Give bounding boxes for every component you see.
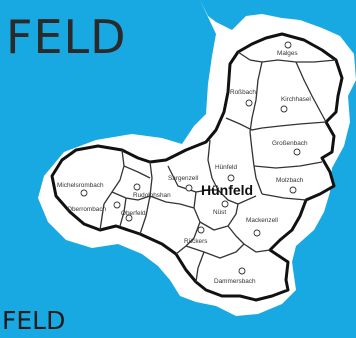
marker-grossenbach	[293, 148, 301, 156]
marker-rossbach	[245, 99, 253, 107]
label-kirchhasel: Kirchhasel	[281, 96, 311, 103]
brand-title-bottom: FELD	[2, 306, 66, 335]
label-michelsrombach: Michelsrombach	[57, 182, 104, 189]
marker-malges	[284, 41, 292, 49]
label-molzbach: Molzbach	[276, 177, 304, 184]
label-huenfeld-place: Hünfeld	[215, 164, 238, 171]
marker-oberfeld	[125, 214, 133, 222]
label-grossenbach: Großenbach	[272, 140, 308, 147]
label-rossbach: Roßbach	[230, 89, 256, 96]
marker-molzbach	[289, 186, 297, 194]
marker-sargenzell	[185, 184, 193, 192]
brand-title-top: FELD	[6, 10, 127, 64]
label-oberrombach: Oberrombach	[67, 206, 107, 213]
label-rueckers: Rückers	[184, 238, 208, 245]
marker-huenfeld	[227, 174, 235, 182]
marker-michelsrombach	[80, 189, 88, 197]
marker-oberrombach	[113, 201, 121, 209]
label-oberfeld: Oberfeld	[121, 210, 146, 217]
marker-rueckers	[197, 226, 205, 234]
label-mackenzell: Mackenzell	[246, 217, 278, 224]
marker-kirchhasel	[280, 105, 288, 113]
label-nuest: Nüst	[213, 209, 227, 216]
marker-rudolphshan	[133, 183, 141, 191]
marker-nuest	[221, 200, 229, 208]
main-town-label: Hünfeld	[201, 182, 254, 198]
label-sargenzell: Sargenzell	[168, 175, 199, 182]
marker-dammersbach	[238, 267, 246, 275]
place-markers	[80, 41, 301, 275]
label-dammersbach: Dammersbach	[214, 278, 256, 285]
label-malges: Malges	[277, 50, 298, 57]
internal-boundaries	[99, 51, 337, 283]
district-outline	[50, 32, 344, 302]
marker-mackenzell	[253, 229, 261, 237]
label-rudolphshan: Rudolphshan	[133, 192, 171, 199]
